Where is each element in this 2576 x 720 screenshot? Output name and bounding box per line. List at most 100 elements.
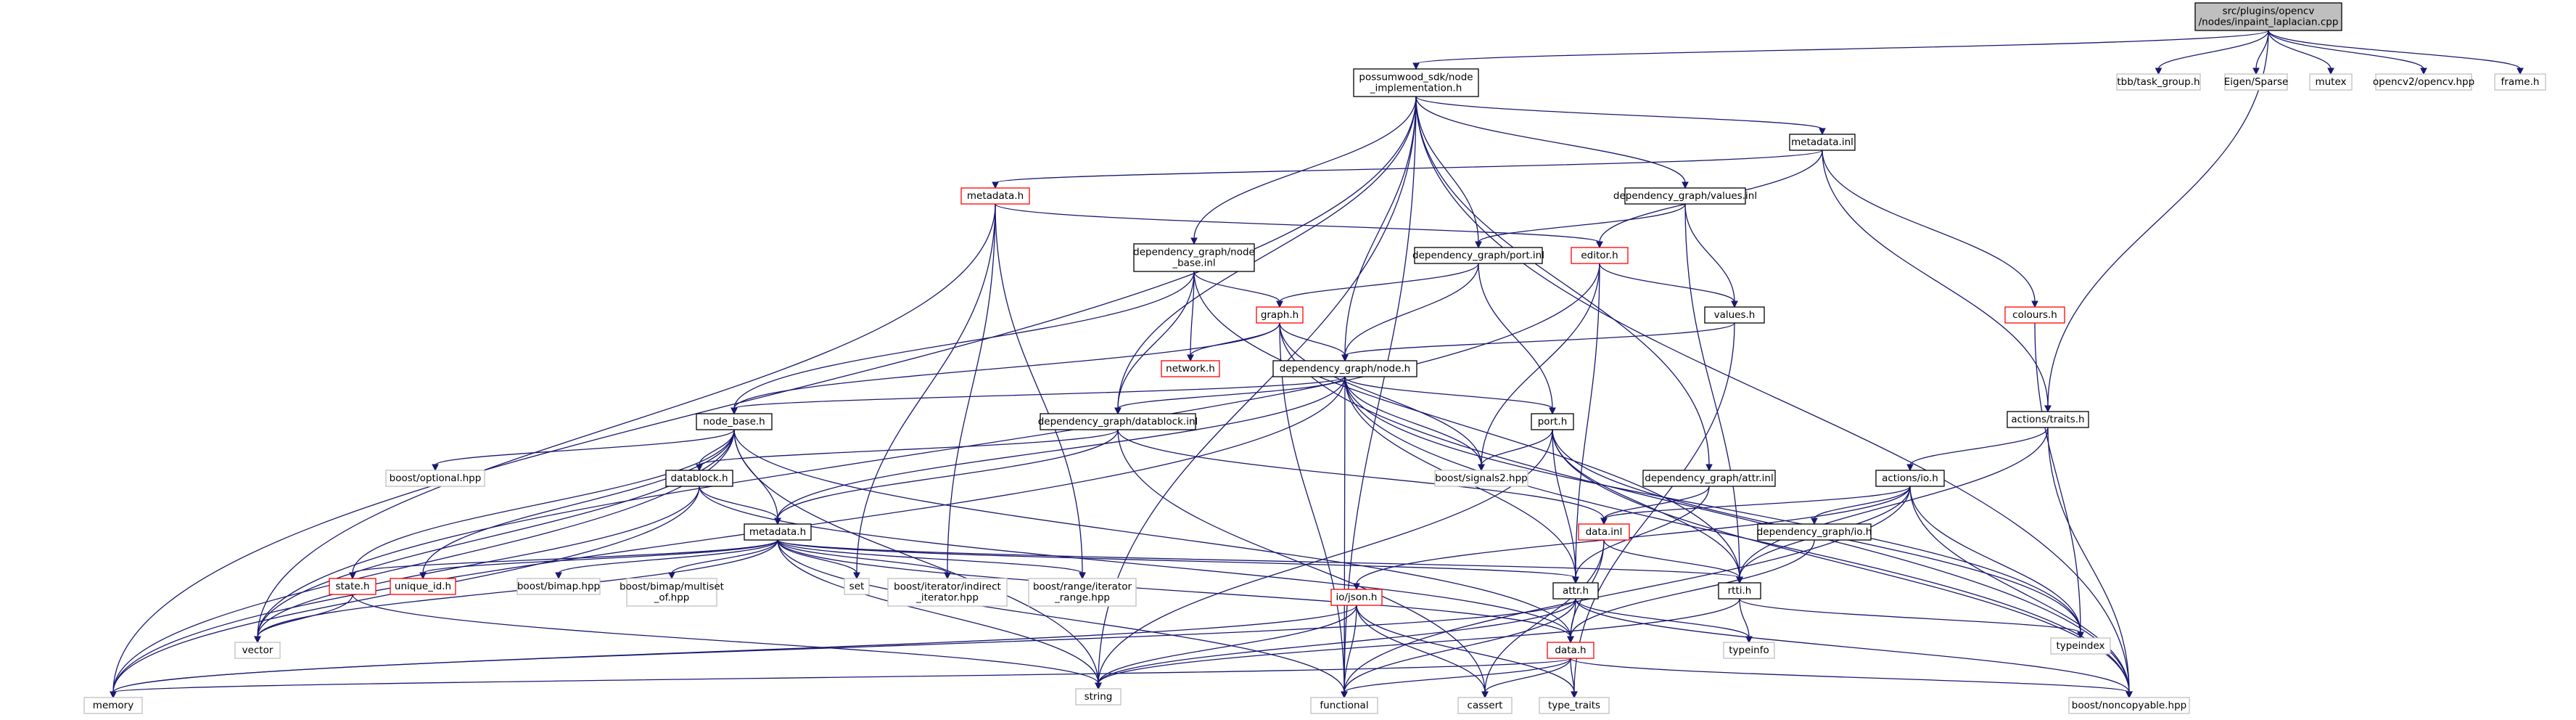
node-box-metadata_inl — [1789, 134, 1856, 151]
node-iter_range[interactable]: boost/range/iterator_range.hpp — [1028, 578, 1137, 607]
node-metadata_inl[interactable]: metadata.inl — [1789, 134, 1856, 151]
node-label-frame-line-0: frame.h — [2501, 76, 2540, 88]
node-box-dg_io — [1757, 523, 1872, 541]
node-label-state_h-line-0: state.h — [335, 581, 369, 592]
node-label-boost_optional-line-0: boost/optional.hpp — [390, 472, 482, 484]
node-state_h[interactable]: state.h — [329, 578, 376, 595]
node-graph_h[interactable]: graph.h — [1256, 306, 1304, 324]
node-eigen[interactable]: Eigen/Sparse — [2224, 73, 2289, 91]
node-box-actions_io — [1875, 470, 1945, 487]
edge-node_impl-to-port_inl — [1415, 96, 1479, 243]
node-metadata_h[interactable]: metadata.h — [744, 523, 812, 541]
node-label-io_json-line-0: io/json.h — [1336, 592, 1377, 603]
node-functional[interactable]: functional — [1310, 697, 1378, 714]
node-type_traits[interactable]: type_traits — [1539, 697, 1610, 714]
node-network[interactable]: network.h — [1161, 360, 1220, 377]
node-colours[interactable]: colours.h — [2004, 306, 2065, 324]
node-box-memory — [83, 697, 143, 714]
node-label-port_h-line-0: port.h — [1538, 416, 1568, 428]
node-label-metadata_inl-line-0: metadata.inl — [1791, 136, 1853, 148]
node-string[interactable]: string — [1075, 688, 1122, 705]
edge-node_base_inl-to-network — [1190, 271, 1195, 356]
node-unique_id[interactable]: unique_id.h — [390, 578, 456, 595]
node-label-cassert-line-0: cassert — [1468, 700, 1503, 711]
arrowhead-root-to-tbb — [2155, 68, 2163, 75]
node-datablock_inl[interactable]: dependency_graph/datablock.inl — [1038, 413, 1198, 430]
node-box-mutex — [2309, 73, 2353, 91]
node-vector[interactable]: vector — [234, 642, 281, 659]
node-label-mutex-line-0: mutex — [2315, 76, 2346, 88]
edge-node_base_h-to-string — [733, 429, 1099, 684]
node-node_impl[interactable]: possumwood_sdk/node_implementation.h — [1353, 68, 1479, 97]
node-editor[interactable]: editor.h — [1571, 247, 1629, 264]
edge-dg_node-to-port_h — [1344, 376, 1553, 409]
edge-port_h-to-string — [1098, 429, 1553, 684]
edge-port_h-to-rtti_h — [1552, 429, 1740, 578]
node-values_h[interactable]: values.h — [1704, 306, 1765, 324]
node-label-root-line-1: /nodes/inpaint_laplacian.cpp — [2199, 17, 2339, 28]
node-mutex[interactable]: mutex — [2309, 73, 2353, 91]
node-typeinfo[interactable]: typeinfo — [1723, 642, 1775, 659]
node-boost_optional[interactable]: boost/optional.hpp — [385, 470, 485, 487]
node-node_base_h[interactable]: node_base.h — [696, 413, 773, 430]
node-box-unique_id — [390, 578, 456, 595]
node-port_inl[interactable]: dependency_graph/port.inl — [1412, 247, 1544, 264]
node-memory[interactable]: memory — [83, 697, 143, 714]
arrowhead-metadata_h_red-to-editor — [1596, 241, 1603, 249]
node-indirect_iter[interactable]: boost/iterator/indirect_iterator.hpp — [887, 578, 1008, 607]
edge-datablock_inl-to-metadata_h — [777, 429, 1119, 520]
edge-port_h-to-attr_h — [1552, 429, 1576, 578]
node-root[interactable]: src/plugins/opencv/nodes/inpaint_laplaci… — [2194, 2, 2342, 31]
node-dg_io[interactable]: dependency_graph/io.h — [1757, 523, 1872, 541]
node-actions_traits[interactable]: actions/traits.h — [2007, 411, 2089, 428]
node-bimap_multiset[interactable]: boost/bimap/multiset_of.hpp — [620, 578, 724, 607]
node-noncopyable[interactable]: boost/noncopyable.hpp — [2068, 697, 2190, 714]
node-values_inl[interactable]: dependency_graph/values.inl — [1613, 187, 1757, 205]
node-label-metadata_h_red-line-0: metadata.h — [967, 190, 1024, 202]
node-port_h[interactable]: port.h — [1531, 413, 1574, 430]
node-tbb[interactable]: tbb/task_group.h — [2116, 73, 2201, 91]
node-typeindex[interactable]: typeindex — [2050, 637, 2111, 655]
edge-graph_h-to-noncopyable — [1279, 322, 2130, 693]
node-signals2[interactable]: boost/signals2.hpp — [1434, 470, 1528, 487]
node-metadata_h_red[interactable]: metadata.h — [960, 187, 1030, 205]
node-label-data_inl-line-0: data.inl — [1586, 526, 1623, 538]
node-datablock_h[interactable]: datablock.h — [665, 470, 733, 487]
node-cassert[interactable]: cassert — [1457, 697, 1513, 714]
node-rtti_h[interactable]: rtti.h — [1718, 582, 1761, 600]
edge-actions_traits-to-rtti_h — [1739, 427, 2049, 578]
node-box-attr_h — [1552, 582, 1599, 600]
node-data_inl[interactable]: data.inl — [1578, 523, 1630, 541]
node-label-node_impl-line-0: possumwood_sdk/node — [1359, 72, 1473, 83]
node-box-frame — [2494, 73, 2546, 91]
edge-node_base_h-to-metadata_h — [733, 429, 778, 520]
node-set[interactable]: set — [844, 578, 870, 595]
edge-metadata_h-to-iter_range — [777, 539, 1083, 574]
graph-edges — [110, 30, 2524, 699]
edge-dg_node-to-metadata_h — [777, 376, 1346, 520]
node-label-bimap_multiset-line-1: _of.hpp — [654, 592, 690, 604]
node-bimap[interactable]: boost/bimap.hpp — [517, 578, 601, 595]
arrowhead-data_h-to-noncopyable — [2126, 691, 2133, 699]
edge-attr_inl-to-attr_h — [1575, 486, 1710, 578]
arrowhead-port_inl-to-graph_h — [1276, 300, 1283, 308]
node-attr_h[interactable]: attr.h — [1552, 582, 1599, 600]
node-frame[interactable]: frame.h — [2494, 73, 2546, 91]
edge-editor-to-vector — [257, 263, 1600, 638]
edge-state_h-to-string — [352, 594, 1099, 684]
edge-node_base_h-to-state_h — [352, 429, 735, 574]
node-dg_node[interactable]: dependency_graph/node.h — [1272, 360, 1417, 377]
edge-root-to-eigen — [2255, 30, 2269, 70]
node-label-set-line-0: set — [849, 581, 865, 592]
node-opencv2[interactable]: opencv2/opencv.hpp — [2373, 73, 2474, 91]
arrowhead-metadata_h-to-iter_range — [1079, 572, 1086, 580]
node-node_base_inl[interactable]: dependency_graph/node_base.inl — [1133, 243, 1255, 272]
node-io_json[interactable]: io/json.h — [1330, 589, 1383, 606]
node-actions_io[interactable]: actions/io.h — [1875, 470, 1945, 487]
node-attr_inl[interactable]: dependency_graph/attr.inl — [1642, 470, 1776, 487]
node-label-indirect_iter-line-1: _iterator.hpp — [915, 592, 979, 604]
node-label-actions_io-line-0: actions/io.h — [1882, 472, 1938, 484]
arrowhead-metadata_h-to-rtti_h — [1736, 576, 1743, 584]
edge-io_json-to-cassert — [1356, 605, 1486, 693]
node-data_h[interactable]: data.h — [1547, 642, 1594, 659]
